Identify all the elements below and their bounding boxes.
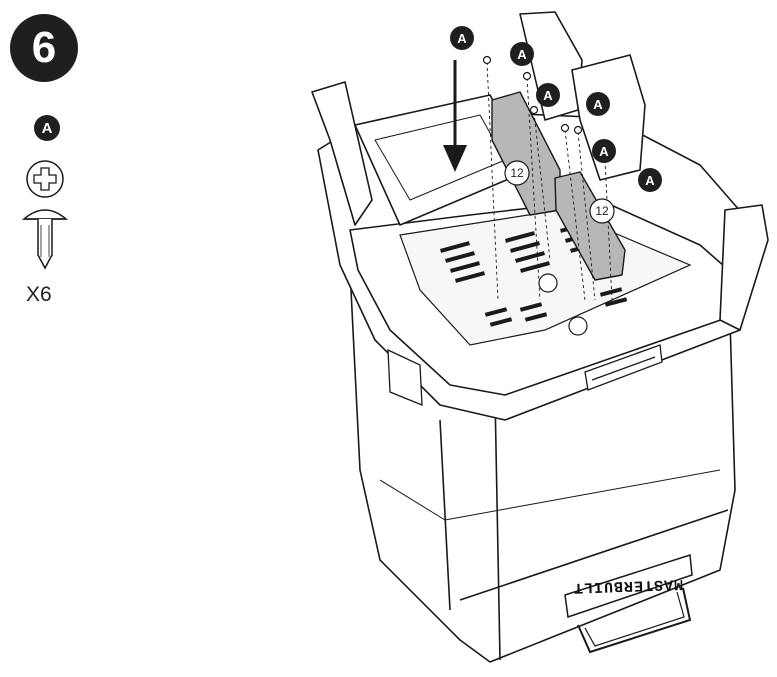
part-12-callouts: 12 12 [504, 160, 615, 224]
svg-text:12: 12 [510, 166, 524, 180]
callout-12-1: 12 [504, 160, 530, 186]
front-vent [584, 344, 663, 391]
callout-a-1: A [450, 26, 474, 50]
callout-12-2: 12 [589, 198, 615, 224]
screw-head-icon [26, 160, 64, 198]
brand-nameplate: MASTERBUILT [564, 554, 693, 619]
svg-text:A: A [593, 97, 603, 112]
quantity-label: X6 [26, 283, 52, 306]
callout-a-5: A [592, 139, 616, 163]
front-pull-handle [577, 587, 692, 654]
insert-arrow [443, 60, 467, 172]
callout-a-3: A [536, 83, 560, 107]
svg-text:A: A [517, 47, 527, 62]
side-posts [311, 11, 769, 331]
callout-a-2: A [510, 42, 534, 66]
svg-text:12: 12 [595, 204, 609, 218]
side-handle [387, 348, 423, 406]
part-letter-badge: A [34, 115, 60, 141]
step-number-badge: 6 [10, 14, 78, 82]
screws [482, 55, 610, 163]
heat-shield-brackets [491, 91, 626, 281]
svg-text:A: A [645, 173, 655, 188]
svg-text:A: A [599, 144, 609, 159]
svg-text:A: A [457, 31, 467, 46]
callout-a-6: A [638, 168, 662, 192]
svg-text:A: A [543, 88, 553, 103]
screw-side-icon [21, 209, 69, 270]
callout-a-4: A [586, 92, 610, 116]
part-a-callouts: A A A A A A [450, 26, 662, 192]
svg-text:MASTERBUILT: MASTERBUILT [573, 575, 684, 596]
screw-guide-lines [486, 61, 613, 301]
